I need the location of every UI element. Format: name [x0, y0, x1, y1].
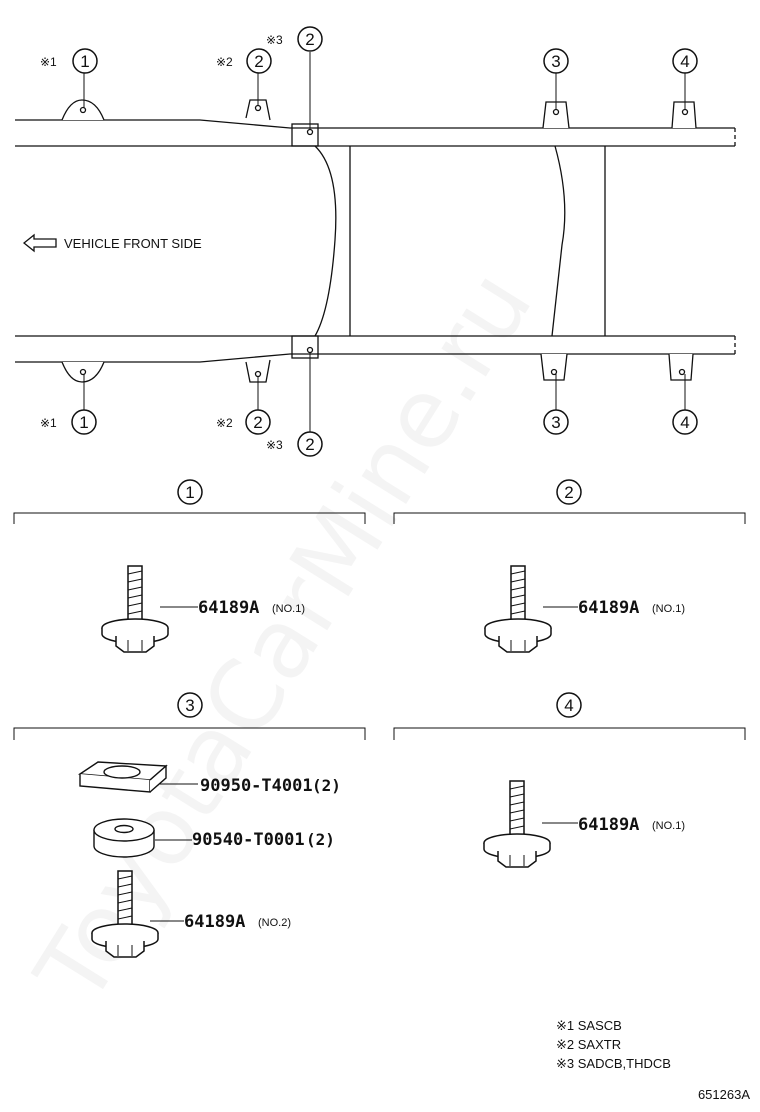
section-2-part: 64189A — [578, 598, 639, 618]
section-4-part: 64189A — [578, 815, 639, 835]
callout-2-bottom: 2 — [253, 413, 262, 432]
mount-brackets — [61, 99, 697, 383]
bolt-64189a-icon — [101, 565, 169, 653]
cushion-spacer-icon — [93, 818, 155, 858]
section-2-number: 2 — [564, 483, 573, 502]
section-3-part-3: 64189A — [184, 912, 245, 932]
mark-2-bottom: ※2 — [216, 416, 233, 430]
frame-top-rail — [15, 119, 736, 147]
frame-crossmembers — [291, 123, 606, 359]
callout-1-bottom: 1 — [79, 413, 88, 432]
callout-2-top: 2 — [254, 52, 263, 71]
bolt-64189a-icon — [484, 565, 552, 653]
section-4-qty: (NO.1) — [652, 820, 685, 832]
callout-1-top: 1 — [80, 52, 89, 71]
section-brackets — [13, 512, 746, 740]
bottom-callouts: ※1 1 ※2 2 ※3 2 3 4 — [40, 409, 698, 457]
front-direction: VEHICLE FRONT SIDE — [22, 233, 202, 253]
note-2: ※2 SAXTR — [556, 1037, 622, 1052]
callout-3-top: 3 — [551, 52, 560, 71]
callout-3-bottom: 3 — [551, 413, 560, 432]
callout-2-bottom-center: 2 — [305, 435, 314, 454]
mark-3-bottom: ※3 — [266, 438, 283, 452]
section-3-qty-3: (NO.2) — [258, 917, 291, 929]
section-3-qty-2: (2) — [306, 830, 335, 849]
mark-3-top: ※3 — [266, 33, 283, 47]
mark-1-top: ※1 — [40, 55, 57, 69]
callout-4-bottom: 4 — [680, 413, 689, 432]
section-2-qty: (NO.1) — [652, 603, 685, 615]
section-1: 1 64189A (NO.1) — [101, 479, 305, 653]
callout-4-top: 4 — [680, 52, 689, 71]
section-4: 4 64189A (NO.1) — [483, 692, 685, 868]
section-1-number: 1 — [185, 483, 194, 502]
section-3-part-1: 90950-T4001 — [200, 776, 313, 796]
drawing-id: 651263A — [697, 1087, 750, 1102]
square-washer-icon — [77, 761, 168, 793]
mark-1-bottom: ※1 — [40, 416, 57, 430]
bolt-64189a-icon — [483, 780, 551, 868]
section-4-number: 4 — [564, 696, 573, 715]
leader-lines — [83, 52, 686, 432]
section-3-part-2: 90540-T0001 — [192, 830, 305, 850]
section-3: 3 90950-T4001 (2) 90540-T0001 (2) 64189A… — [77, 692, 341, 958]
section-3-qty-1: (2) — [312, 776, 341, 795]
arrow-left-icon — [22, 233, 57, 253]
mark-2-top: ※2 — [216, 55, 233, 69]
callout-2-top-center: 2 — [305, 30, 314, 49]
note-1: ※1 SASCB — [556, 1018, 622, 1033]
section-2: 2 64189A (NO.1) — [484, 479, 685, 653]
front-side-label: VEHICLE FRONT SIDE — [64, 236, 202, 251]
frame-bottom-rail — [15, 335, 736, 363]
top-callouts: ※1 1 ※2 2 ※3 2 3 4 — [40, 26, 698, 74]
section-1-qty: (NO.1) — [272, 603, 305, 615]
section-1-part: 64189A — [198, 598, 259, 618]
section-3-number: 3 — [185, 696, 194, 715]
note-3: ※3 SADCB,THDCB — [556, 1056, 671, 1071]
